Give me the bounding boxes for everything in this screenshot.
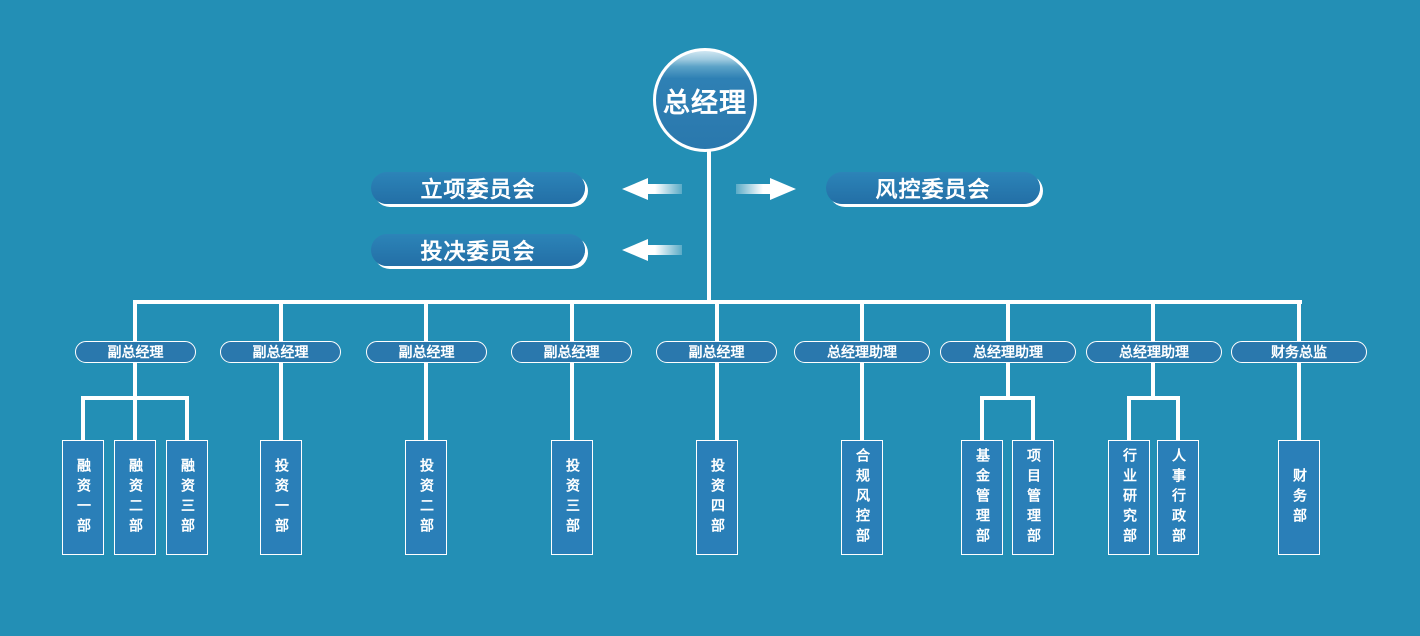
dept-industry-research: 行业研究部 bbox=[1108, 440, 1150, 555]
dept-label: 项目管理部 bbox=[1025, 447, 1041, 548]
dept-investment-1: 投资一部 bbox=[260, 440, 302, 555]
l2-gm-assistant-2: 总经理助理 bbox=[940, 341, 1076, 363]
dept-investment-3: 投资三部 bbox=[551, 440, 593, 555]
l2-label: 财务总监 bbox=[1271, 345, 1327, 361]
dept-hr-admin: 人事行政部 bbox=[1157, 440, 1199, 555]
dept-financing-3: 融资三部 bbox=[166, 440, 208, 555]
root-node-label: 总经理 bbox=[663, 87, 747, 119]
dept-label: 融资三部 bbox=[179, 457, 195, 538]
l2-deputy-gm-5: 副总经理 bbox=[656, 341, 777, 363]
dept-label: 融资一部 bbox=[75, 457, 91, 538]
dept-label: 合规风控部 bbox=[854, 447, 870, 548]
arrow-left-icon bbox=[622, 239, 682, 261]
l2-label: 总经理助理 bbox=[1119, 345, 1189, 361]
arrow-right-icon bbox=[736, 178, 796, 200]
dept-label: 投资三部 bbox=[564, 457, 580, 538]
dept-label: 投资一部 bbox=[273, 457, 289, 538]
l2-deputy-gm-2: 副总经理 bbox=[220, 341, 341, 363]
committee-project-approval: 立项委员会 bbox=[371, 172, 585, 204]
dept-label: 投资四部 bbox=[709, 457, 725, 538]
committee-risk-control: 风控委员会 bbox=[826, 172, 1040, 204]
l2-cfo: 财务总监 bbox=[1231, 341, 1367, 363]
l2-deputy-gm-1: 副总经理 bbox=[75, 341, 196, 363]
l2-label: 副总经理 bbox=[107, 345, 164, 361]
l2-gm-assistant-3: 总经理助理 bbox=[1086, 341, 1222, 363]
dept-investment-2: 投资二部 bbox=[405, 440, 447, 555]
committee-investment-decision: 投决委员会 bbox=[371, 234, 585, 266]
dept-finance: 财务部 bbox=[1278, 440, 1320, 555]
root-node-general-manager: 总经理 bbox=[653, 48, 757, 152]
dept-label: 投资二部 bbox=[418, 457, 434, 538]
l2-label: 副总经理 bbox=[543, 345, 600, 361]
committee-label: 立项委员会 bbox=[420, 178, 536, 203]
dept-investment-4: 投资四部 bbox=[696, 440, 738, 555]
dept-compliance-risk: 合规风控部 bbox=[841, 440, 883, 555]
l2-deputy-gm-3: 副总经理 bbox=[366, 341, 487, 363]
committee-label: 风控委员会 bbox=[875, 178, 991, 203]
l2-deputy-gm-4: 副总经理 bbox=[511, 341, 632, 363]
dept-label: 融资二部 bbox=[127, 457, 143, 538]
dept-label: 财务部 bbox=[1291, 467, 1307, 528]
l2-label: 总经理助理 bbox=[973, 345, 1043, 361]
dept-label: 基金管理部 bbox=[974, 447, 990, 548]
dept-financing-2: 融资二部 bbox=[114, 440, 156, 555]
committee-label: 投决委员会 bbox=[420, 240, 536, 265]
dept-project-management: 项目管理部 bbox=[1012, 440, 1054, 555]
l2-label: 副总经理 bbox=[398, 345, 455, 361]
l2-label: 副总经理 bbox=[688, 345, 745, 361]
l2-label: 总经理助理 bbox=[827, 345, 897, 361]
l2-gm-assistant-1: 总经理助理 bbox=[794, 341, 930, 363]
dept-financing-1: 融资一部 bbox=[62, 440, 104, 555]
arrow-left-icon bbox=[622, 178, 682, 200]
dept-fund-management: 基金管理部 bbox=[961, 440, 1003, 555]
dept-label: 人事行政部 bbox=[1170, 447, 1186, 548]
dept-label: 行业研究部 bbox=[1121, 447, 1137, 548]
l2-label: 副总经理 bbox=[252, 345, 309, 361]
